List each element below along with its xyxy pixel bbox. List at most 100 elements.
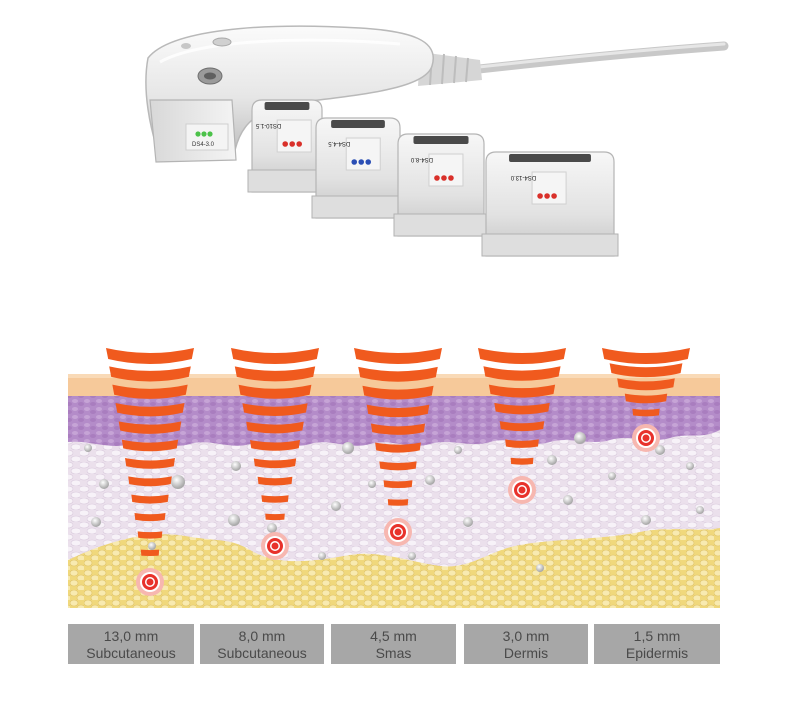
vesicle: [408, 552, 416, 560]
beam-band: [387, 499, 409, 506]
beam-band: [231, 348, 319, 364]
vesicle: [686, 462, 694, 470]
beam-band: [125, 458, 175, 469]
beam-band: [358, 366, 438, 382]
beam-band: [505, 439, 539, 448]
handpiece-label: DS4-3.0: [192, 142, 215, 148]
vesicle: [655, 445, 665, 455]
cable: [465, 41, 729, 75]
cartridge-dot-icon: [448, 175, 454, 181]
beam-band: [121, 439, 179, 452]
ultrasound-beam: [478, 348, 566, 504]
beam-band: [112, 384, 188, 399]
layer-name: Subcutaneous: [217, 645, 307, 661]
cartridge-dot-icon: [282, 141, 289, 147]
vesicle: [547, 455, 557, 465]
epidermis-layer: [68, 374, 720, 396]
vesicle: [99, 479, 109, 489]
ultrasound-beam: [231, 348, 319, 560]
beam-band: [242, 403, 308, 417]
vesicle: [425, 475, 435, 485]
beam-band: [478, 348, 566, 364]
beam-band: [140, 549, 160, 557]
cartridge: DS4-8.0: [393, 133, 489, 237]
vesicle: [231, 461, 241, 471]
beam-band: [488, 384, 556, 398]
beam-band: [261, 495, 289, 503]
cartridge-dot-icon: [296, 141, 303, 147]
focal-ring: [394, 528, 402, 536]
beam-band: [118, 421, 182, 434]
beam-band: [375, 442, 421, 453]
beam-band: [253, 458, 297, 469]
cartridge-label: DS4-4.5: [328, 140, 351, 146]
layer-name: Smas: [376, 645, 412, 661]
focal-ring: [146, 578, 154, 586]
beam-band: [624, 393, 668, 404]
beam-band: [617, 378, 675, 391]
depth-value: 1,5 mm: [634, 628, 681, 644]
focal-ring: [271, 542, 279, 550]
vesicle: [91, 517, 101, 527]
cartridge-dot-icon: [289, 141, 296, 147]
ultrasound-beams: [106, 348, 690, 596]
beam-band: [379, 461, 417, 471]
beam-band: [137, 531, 163, 539]
cartridge-dot-icon: [358, 159, 365, 165]
beam-band: [115, 403, 185, 417]
depth-value: 13,0 mm: [104, 628, 158, 644]
handpiece: DS4-3.0: [145, 25, 434, 163]
beam-band: [131, 494, 169, 504]
vesicle: [608, 472, 616, 480]
beam-band: [494, 402, 550, 415]
beam-band: [499, 421, 545, 432]
beam-band: [362, 385, 434, 400]
layer-name: Dermis: [504, 645, 548, 661]
vesicle: [368, 480, 376, 488]
ultrasound-beam: [354, 348, 442, 546]
beam-band: [602, 348, 690, 364]
depth-value: 8,0 mm: [239, 628, 286, 644]
subcutaneous-fat-layer: [68, 528, 720, 608]
cartridge-label: DS10-1.5: [255, 122, 281, 128]
beam-band: [134, 513, 166, 522]
beam-band: [234, 366, 316, 382]
cartridge-dot-icon: [365, 159, 372, 165]
cartridge: DS10-1.5: [247, 99, 327, 193]
cartridge-label: DS4-13.0: [510, 174, 536, 180]
cartridge-dot-icon: [537, 193, 543, 199]
vesicle: [536, 564, 544, 572]
vesicle: [171, 475, 185, 489]
depth-value: 3,0 mm: [503, 628, 550, 644]
ultrasound-beam: [106, 348, 194, 596]
vesicle: [696, 506, 704, 514]
focal-ring: [518, 486, 526, 494]
cartridge-dot-icon: [351, 159, 358, 165]
handpiece-dot-icon: [195, 131, 201, 137]
cartridge-dot-icon: [441, 175, 447, 181]
vesicle: [331, 501, 341, 511]
beam-band: [238, 384, 312, 399]
vesicle: [228, 514, 240, 526]
beam-band: [354, 348, 442, 364]
cartridge: DS4-4.5: [311, 117, 405, 219]
vesicle: [84, 444, 92, 452]
vesicle: [463, 517, 473, 527]
layer-name: Subcutaneous: [86, 645, 176, 661]
papillary-dermis-layer: [68, 390, 720, 446]
vesicle: [342, 442, 354, 454]
focal-ring: [642, 434, 650, 442]
cartridge-dot-icon: [544, 193, 550, 199]
beam-band: [257, 476, 293, 486]
vesicle: [318, 552, 326, 560]
cartridge: DS4-13.0: [481, 151, 619, 257]
